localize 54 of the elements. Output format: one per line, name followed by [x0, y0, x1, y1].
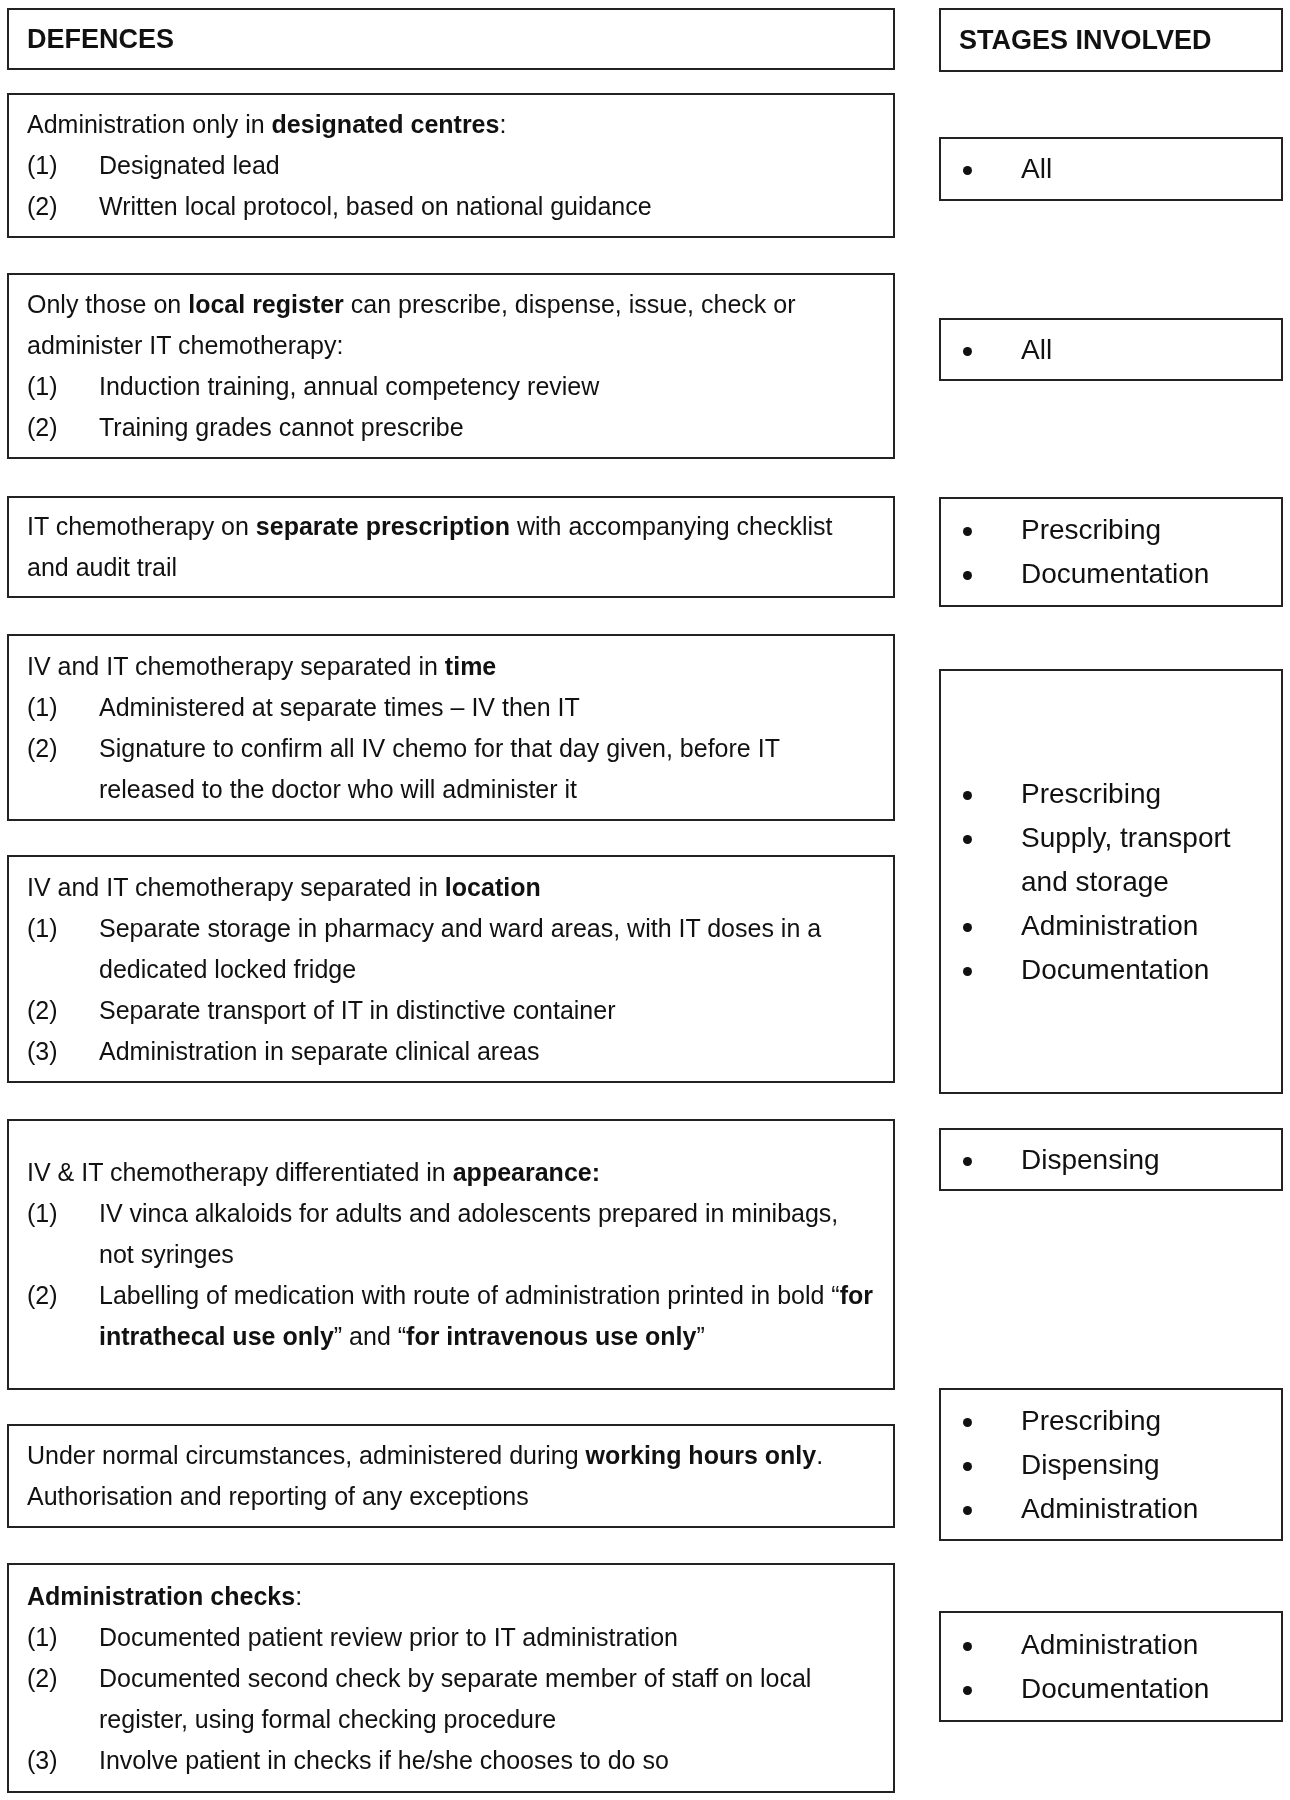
stage-box	[939, 1388, 1283, 1541]
defence-box	[7, 1119, 895, 1390]
stage-item: Prescribing	[1021, 513, 1162, 547]
stage-box	[939, 318, 1283, 381]
list-item: (1) Separate storage in pharmacy and ward areas, with IT doses in a dedicated locked fridge	[27, 912, 823, 985]
defence-box	[7, 855, 895, 1083]
defence-box	[7, 93, 895, 238]
defence-text: IV and IT chemotherapy separated in time	[27, 650, 498, 682]
defence-text: Only those on local register can prescribe, dispense, issue, check or administer IT chemotherapy:	[27, 289, 797, 361]
stage-item: Supply, transport and storage	[1021, 820, 1232, 899]
list-item: (2) Training grades cannot prescribe	[27, 412, 465, 443]
defence-text: Under normal circumstances, administered during working hours only. Authorisation and reporting of any exceptions	[27, 1440, 825, 1512]
list-item: (3) Involve patient in checks if he/she chooses to do so	[27, 1744, 670, 1776]
list-item: (1) Designated lead	[27, 150, 281, 181]
defence-box	[7, 1424, 895, 1528]
stage-box	[939, 669, 1283, 1094]
list-item: (2) Separate transport of IT in distinctive container	[27, 994, 617, 1026]
list-item: (1) Documented patient review prior to IT administration	[27, 1621, 679, 1653]
defence-text: IT chemotherapy on separate prescription with accompanying checklist and audit trail	[27, 511, 834, 583]
stage-item: Documentation	[1021, 557, 1210, 591]
stage-item: Administration	[1021, 908, 1199, 943]
stage-box	[939, 1611, 1283, 1722]
stage-item: Documentation	[1021, 1671, 1210, 1706]
defence-text: IV and IT chemotherapy separated in location	[27, 871, 542, 903]
defence-box	[7, 496, 895, 598]
stage-item: All	[1021, 152, 1053, 186]
stage-item: Prescribing	[1021, 1403, 1162, 1438]
stage-item: Dispensing	[1021, 1447, 1160, 1482]
list-item: (2) Signature to confirm all IV chemo for that day given, before IT released to the doctor who will administer it	[27, 732, 781, 805]
defence-text: Administration checks:	[27, 1580, 304, 1612]
stage-box	[939, 497, 1283, 607]
stage-item: Administration	[1021, 1491, 1199, 1526]
list-item: (3) Administration in separate clinical areas	[27, 1035, 541, 1067]
defence-box	[7, 1563, 895, 1793]
header-text: DEFENCES	[27, 23, 176, 56]
list-item: (2) Written local protocol, based on national guidance	[27, 191, 653, 222]
stage-item: Administration	[1021, 1627, 1199, 1662]
header-text: STAGES INVOLVED	[959, 24, 1213, 57]
list-item: (1) Induction training, annual competency review	[27, 371, 601, 402]
list-item: (1) Administered at separate times – IV then IT	[27, 691, 581, 723]
stage-item: All	[1021, 332, 1053, 367]
stage-box	[939, 137, 1283, 201]
list-item: (2) Documented second check by separate member of staff on local register, using formal checking procedure	[27, 1662, 813, 1735]
defence-box	[7, 634, 895, 821]
column-header-box	[939, 8, 1283, 72]
defence-text: IV & IT chemotherapy differentiated in appearance:	[27, 1157, 601, 1188]
defence-box	[7, 273, 895, 459]
column-header-box	[7, 8, 895, 70]
stage-item: Dispensing	[1021, 1142, 1160, 1177]
stage-box	[939, 1128, 1283, 1191]
list-item: (2) Labelling of medication with route of administration printed in bold “for intrathecal use only” and “for intravenous use only”	[27, 1280, 875, 1352]
stage-item: Documentation	[1021, 952, 1210, 987]
stage-item: Prescribing	[1021, 776, 1162, 811]
defence-text: Administration only in designated centres:	[27, 109, 508, 140]
